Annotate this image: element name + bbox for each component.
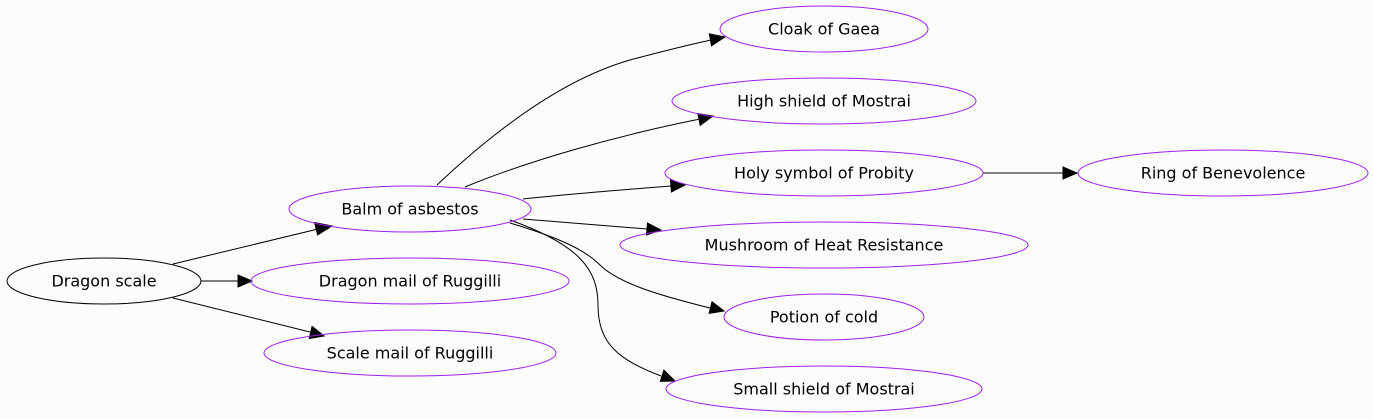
node-small-shield-of-mostrai[interactable]: Small shield of Mostrai xyxy=(665,365,983,413)
edge-balm-to-small-shield-of-mostrai xyxy=(509,219,677,382)
node-label: Mushroom of Heat Resistance xyxy=(705,236,944,255)
node-potion-of-cold[interactable]: Potion of cold xyxy=(723,293,925,341)
node-dragon-mail-of-ruggilli[interactable]: Dragon mail of Ruggilli xyxy=(250,257,570,305)
edge-holy-symbol-to-ring-of-benevolence xyxy=(983,166,1079,180)
edges xyxy=(172,33,1079,382)
node-label: Cloak of Gaea xyxy=(768,20,880,39)
node-shape xyxy=(1077,149,1369,197)
node-label: Small shield of Mostrai xyxy=(733,380,915,399)
node-balm-of-asbestos[interactable]: Balm of asbestos xyxy=(288,185,532,233)
node-cloak-of-gaea[interactable]: Cloak of Gaea xyxy=(719,5,929,53)
node-shape xyxy=(664,149,984,197)
edge-balm-to-cloak-of-gaea xyxy=(436,33,727,186)
node-holy-symbol-of-probity[interactable]: Holy symbol of Probity xyxy=(664,149,984,197)
node-label: Scale mail of Ruggilli xyxy=(327,344,494,363)
node-shape xyxy=(263,329,557,377)
node-shape xyxy=(719,5,929,53)
node-mushroom-of-heat-resistance[interactable]: Mushroom of Heat Resistance xyxy=(619,221,1029,269)
node-ring-of-benevolence[interactable]: Ring of Benevolence xyxy=(1077,149,1369,197)
node-label: Ring of Benevolence xyxy=(1141,164,1306,183)
node-label: High shield of Mostrai xyxy=(737,92,911,111)
node-label: Balm of asbestos xyxy=(341,200,478,219)
edge-dragon-scale-to-dragon-mail-of-ruggilli xyxy=(201,274,254,288)
node-label: Dragon scale xyxy=(51,272,156,291)
node-shape xyxy=(6,257,202,305)
node-shape xyxy=(723,293,925,341)
node-label: Holy symbol of Probity xyxy=(734,164,914,183)
nodes: Dragon scale Balm of asbestos Dragon mai… xyxy=(6,5,1369,413)
node-shape xyxy=(288,185,532,233)
node-dragon-scale[interactable]: Dragon scale xyxy=(6,257,202,305)
node-label: Potion of cold xyxy=(770,308,878,327)
node-shape xyxy=(619,221,1029,269)
node-shape xyxy=(671,77,977,125)
node-shape xyxy=(250,257,570,305)
node-shape xyxy=(665,365,983,413)
node-high-shield-of-mostrai[interactable]: High shield of Mostrai xyxy=(671,77,977,125)
node-scale-mail-of-ruggilli[interactable]: Scale mail of Ruggilli xyxy=(263,329,557,377)
edge-balm-to-potion-of-cold xyxy=(509,222,726,315)
node-label: Dragon mail of Ruggilli xyxy=(319,272,501,291)
